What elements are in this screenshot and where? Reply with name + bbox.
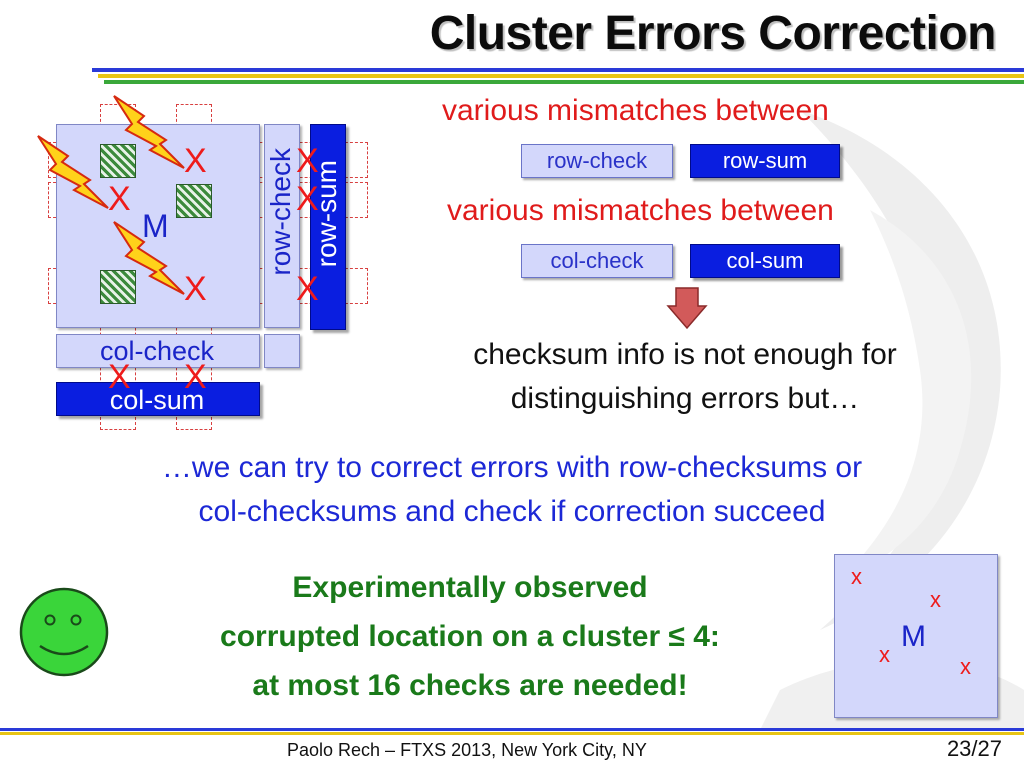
- error-mark: X: [184, 270, 207, 308]
- observation-line1: Experimentally observed: [292, 571, 648, 604]
- mismatch-text-1: various mismatches between: [442, 94, 829, 127]
- title-underline-green: [104, 80, 1024, 84]
- col-sum-label: col-sum: [109, 385, 205, 415]
- footer-line-blue: [0, 728, 1024, 731]
- lightning-bolt-icon: [113, 221, 185, 295]
- mini-matrix-label: M: [901, 620, 926, 653]
- error-mark: X: [108, 180, 131, 218]
- smiley-face-icon: [19, 587, 109, 677]
- down-arrow-icon: [666, 287, 708, 330]
- footer-credit: Paolo Rech – FTXS 2013, New York City, N…: [287, 740, 647, 760]
- error-mark: X: [184, 358, 207, 396]
- row-check-column: [264, 124, 300, 328]
- page-number: 23/27: [946, 736, 1002, 761]
- checksum-text-line2: distinguishing errors but…: [510, 382, 860, 415]
- correction-text-line1: …we can try to correct errors with row-c…: [161, 451, 863, 484]
- checksum-text-line1: checksum info is not enough for: [473, 338, 897, 371]
- error-mark: X: [296, 270, 319, 308]
- error-mark: X: [296, 180, 319, 218]
- observation-line2: corrupted location on a cluster ≤ 4:: [220, 620, 720, 653]
- lightning-bolt-icon: [113, 95, 185, 169]
- corrupted-cell-1: [100, 144, 136, 178]
- corrupted-cell-3: [100, 270, 136, 304]
- row-sum-column: [310, 124, 346, 330]
- observation-line3: at most 16 checks are needed!: [252, 669, 688, 702]
- col-check-chip: col-check: [521, 244, 673, 278]
- title-underline-blue: [92, 68, 1024, 72]
- error-mark: X: [296, 142, 319, 180]
- mini-error-mark: x: [879, 642, 890, 667]
- row-check-chip: row-check: [521, 144, 673, 178]
- mini-error-mark: x: [960, 654, 971, 679]
- matrix-m: [56, 124, 260, 328]
- mismatch-text-2: various mismatches between: [447, 194, 834, 227]
- title-underline-yellow: [98, 74, 1024, 78]
- col-sum-chip: col-sum: [690, 244, 840, 278]
- error-mark: X: [184, 142, 207, 180]
- col-check-row: [56, 334, 260, 368]
- footer-line-yellow: [0, 732, 1024, 735]
- row-sum-chip: row-sum: [690, 144, 840, 178]
- mini-error-mark: x: [930, 587, 941, 612]
- row-check-label: row-check: [265, 148, 296, 276]
- lightning-bolt-icon: [37, 135, 109, 209]
- slide-title: Cluster Errors Correction: [429, 7, 997, 60]
- col-check-label: col-check: [99, 336, 215, 366]
- mini-error-mark: x: [851, 564, 862, 589]
- mini-matrix: [834, 554, 998, 718]
- matrix-label: M: [142, 208, 169, 244]
- error-mark: X: [108, 358, 131, 396]
- correction-text-line2: col-checksums and check if correction su…: [198, 495, 826, 528]
- col-sum-row: [56, 382, 260, 416]
- corrupted-cell-2: [176, 184, 212, 218]
- checksum-corner: [264, 334, 300, 368]
